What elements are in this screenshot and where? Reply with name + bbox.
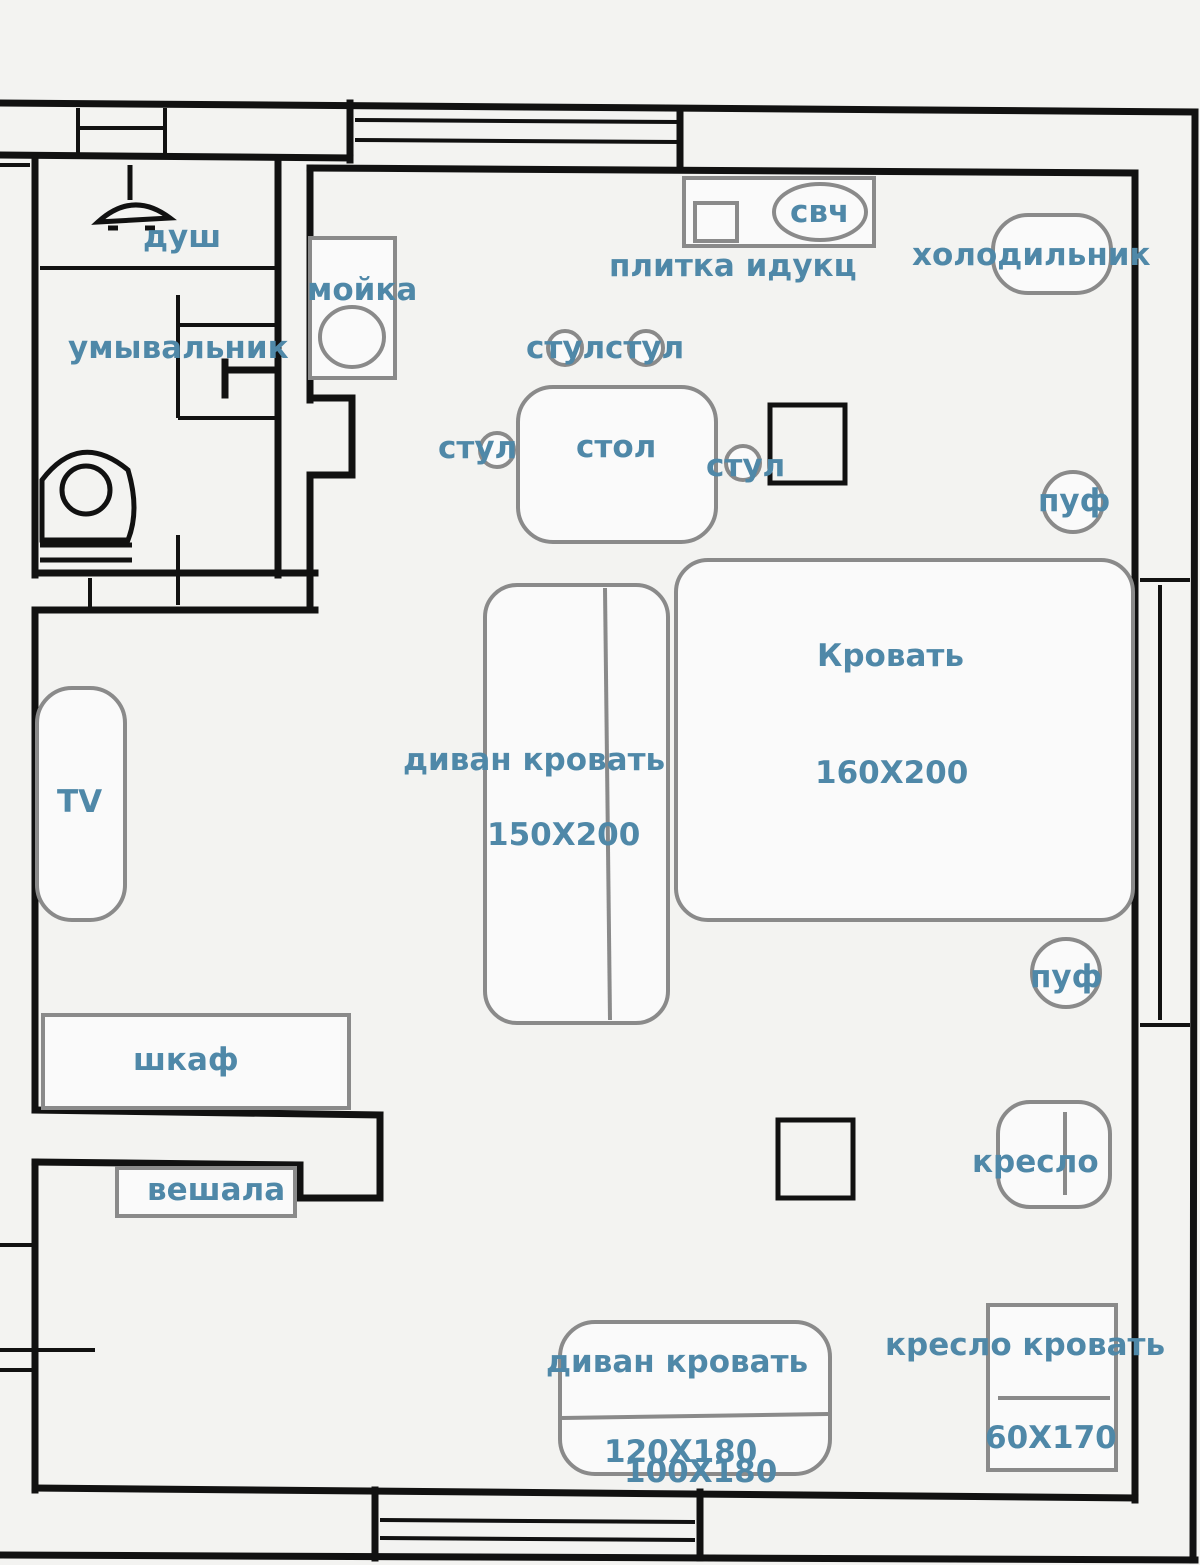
label-chair-left: стул bbox=[438, 430, 517, 466]
label-chair-right: стул bbox=[706, 448, 785, 484]
sofa-bed bbox=[483, 583, 670, 1025]
label-sofa-bed-size: 150Х200 bbox=[487, 817, 640, 853]
armchair bbox=[996, 1100, 1112, 1209]
chair-left bbox=[478, 431, 516, 469]
label-fridge: холодильник bbox=[912, 237, 1151, 273]
label-table: стол bbox=[576, 429, 656, 465]
label-bed-title: Кровать bbox=[817, 638, 964, 674]
pouf-top bbox=[1041, 470, 1105, 534]
toilet-icon bbox=[39, 449, 137, 563]
label-microwave: свч bbox=[790, 194, 849, 230]
label-pouf-bottom: пуф bbox=[1030, 959, 1102, 995]
chair-top-left bbox=[546, 329, 584, 367]
label-small-sofa-size-b: 100Х180 bbox=[624, 1454, 777, 1490]
small-sofa-bed bbox=[558, 1320, 832, 1476]
label-pouf-top: пуф bbox=[1038, 483, 1110, 519]
label-armchair: кресло bbox=[972, 1144, 1099, 1180]
fridge bbox=[991, 213, 1113, 295]
tv bbox=[35, 686, 127, 922]
column-top bbox=[767, 402, 848, 486]
label-armchair-bed-size: 60Х170 bbox=[985, 1420, 1117, 1456]
sink bbox=[308, 236, 397, 380]
label-stove: плитка идукц bbox=[609, 248, 857, 284]
label-wardrobe: шкаф bbox=[133, 1042, 239, 1078]
label-chair-top-left: стул bbox=[526, 330, 605, 366]
table bbox=[516, 385, 718, 544]
label-armchair-bed-title: кресло кровать bbox=[885, 1327, 1165, 1363]
kitchen-counter bbox=[682, 176, 876, 248]
label-shower: душ bbox=[143, 219, 221, 255]
column-bottom bbox=[775, 1117, 856, 1201]
label-small-sofa-title: диван кровать bbox=[546, 1344, 808, 1380]
shower-head-icon bbox=[91, 165, 177, 231]
bed bbox=[674, 558, 1135, 922]
label-hangers: вешала bbox=[147, 1172, 285, 1208]
label-washbasin: умывальник bbox=[68, 330, 289, 366]
chair-top-right bbox=[627, 329, 665, 367]
chair-right bbox=[724, 444, 762, 482]
labels: душ умывальник мойка свч плитка идукц хо… bbox=[57, 194, 1165, 1490]
label-bed-size: 160Х200 bbox=[815, 755, 968, 791]
wardrobe bbox=[41, 1013, 351, 1110]
label-sink: мойка bbox=[307, 272, 417, 308]
label-sofa-bed-title: диван кровать bbox=[403, 742, 665, 778]
label-tv: TV bbox=[57, 784, 102, 820]
hangers bbox=[115, 1166, 297, 1218]
label-small-sofa-size-a: 120Х180 bbox=[604, 1434, 757, 1470]
label-chair-top-right: стул bbox=[605, 330, 684, 366]
walls bbox=[0, 99, 1199, 1564]
armchair-bed bbox=[986, 1303, 1118, 1472]
pouf-bottom bbox=[1030, 937, 1102, 1009]
